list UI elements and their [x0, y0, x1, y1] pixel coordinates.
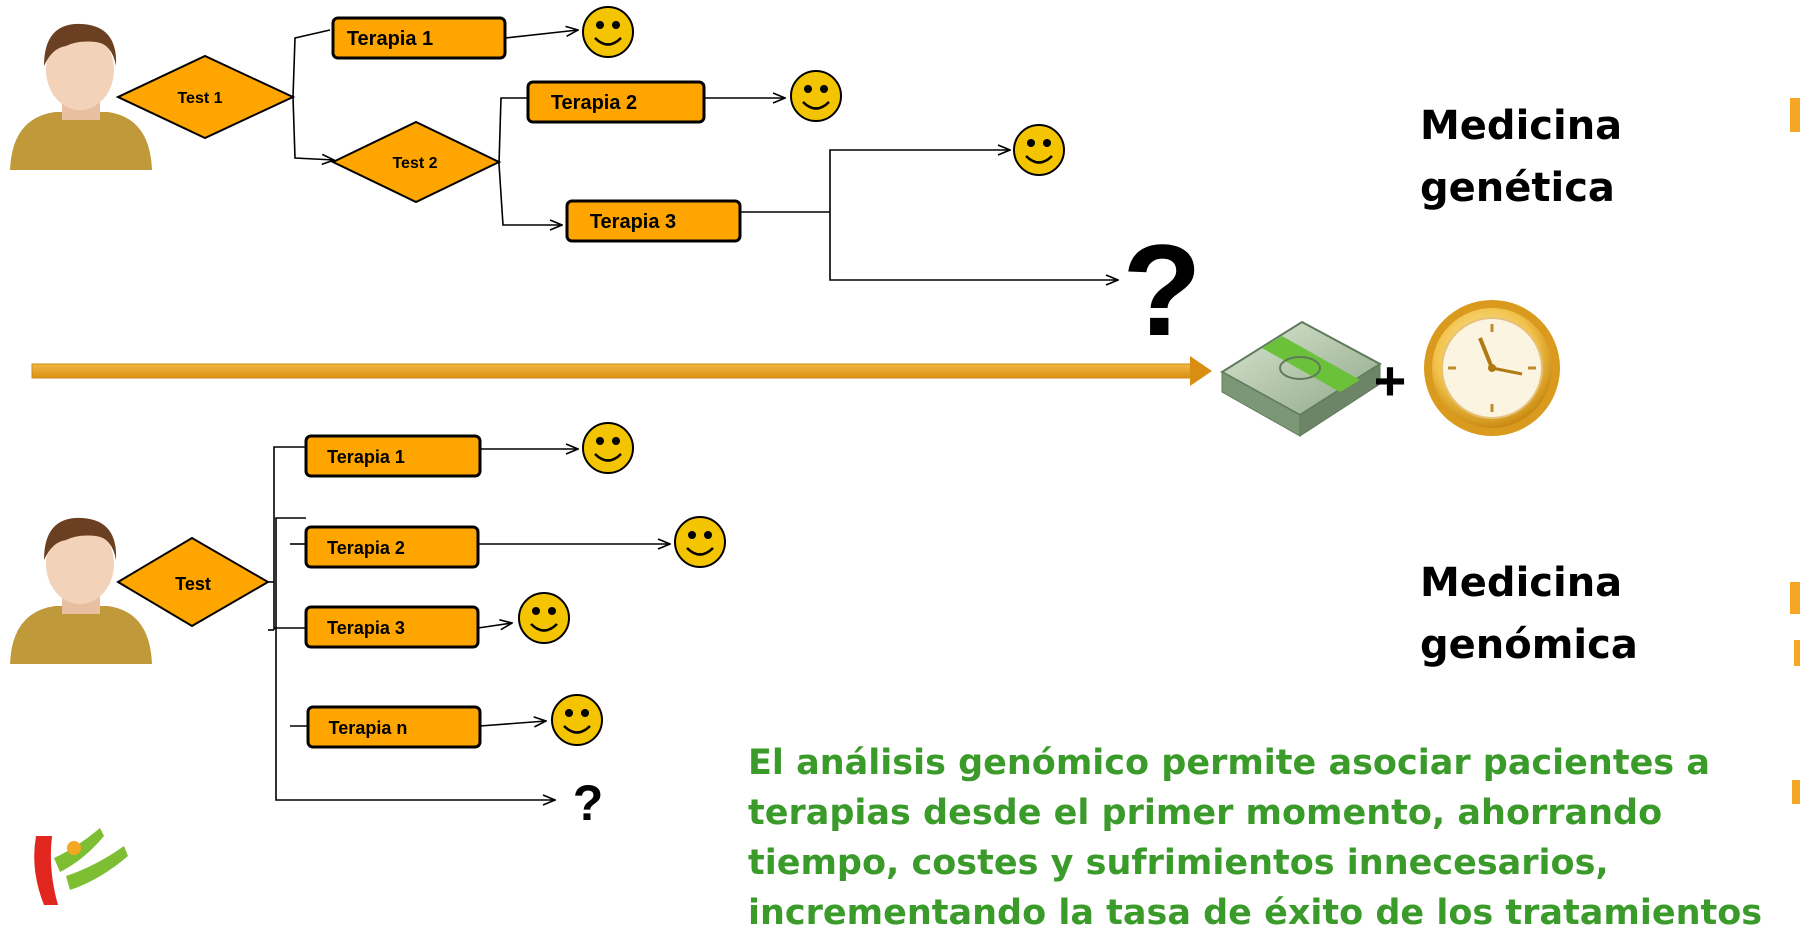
right-edge-decor: [1790, 98, 1800, 804]
test2-label: Test 2: [392, 155, 437, 172]
bottom-therapy2-box: Terapia 2: [304, 525, 480, 569]
smiley-icon: [582, 422, 634, 474]
genetic-title-line1: Medicina: [1420, 103, 1623, 149]
caption-text: El análisis genómico permite asociar pac…: [748, 743, 1763, 933]
smiley-icon: [518, 592, 570, 644]
bottom-therapy1-box: Terapia 1: [304, 434, 482, 478]
bottom-connectors: [268, 447, 670, 800]
genomic-title-line1: Medicina: [1420, 560, 1623, 606]
plus-sign: +: [1374, 349, 1407, 412]
test-label: Test: [175, 574, 211, 594]
test1-label: Test 1: [177, 90, 222, 107]
top-therapy3-label: Terapia 3: [590, 211, 676, 233]
clock-icon: [1424, 300, 1560, 436]
money-icon: [1220, 320, 1382, 437]
bottom-therapy3-label: Terapia 3: [327, 618, 405, 638]
bottom-therapy1-label: Terapia 1: [327, 447, 405, 467]
patient-avatar-icon: [10, 517, 152, 664]
bottom-unknown-outcome: ?: [573, 775, 604, 831]
smiley-icon: [1013, 124, 1065, 176]
bottom-therapyn-label: Terapia n: [329, 718, 408, 738]
section-title-genetic: Medicina genética: [1420, 95, 1622, 219]
top-therapy2-label: Terapia 2: [551, 92, 637, 114]
top-therapy1-label: Terapia 1: [347, 28, 433, 50]
bottom-therapy3-box: Terapia 3: [304, 605, 480, 649]
logo: [34, 828, 128, 905]
top-therapy3-box: Terapia 3: [565, 199, 742, 243]
genetic-title-line2: genética: [1420, 165, 1615, 211]
bottom-therapy2-label: Terapia 2: [327, 538, 405, 558]
top-unknown-outcome: ?: [1122, 217, 1201, 363]
top-therapy2-box: Terapia 2: [526, 80, 706, 124]
smiley-icon: [674, 516, 726, 568]
patient-avatar-icon: [10, 23, 152, 170]
section-title-genomic: Medicina genómica: [1420, 552, 1638, 676]
top-connectors: [292, 30, 1118, 280]
bottom-therapyn-box: Terapia n: [306, 705, 482, 749]
test2-diamond: Test 2: [330, 120, 502, 204]
smiley-icon: [551, 694, 603, 746]
test-diamond: Test: [116, 536, 270, 628]
divider-arrow: [31, 356, 1212, 386]
smiley-icon: [582, 6, 634, 58]
genomic-title-line2: genómica: [1420, 622, 1638, 668]
top-therapy1-box: Terapia 1: [331, 16, 507, 60]
smiley-icon: [790, 70, 842, 122]
test1-diamond: Test 1: [115, 54, 296, 140]
